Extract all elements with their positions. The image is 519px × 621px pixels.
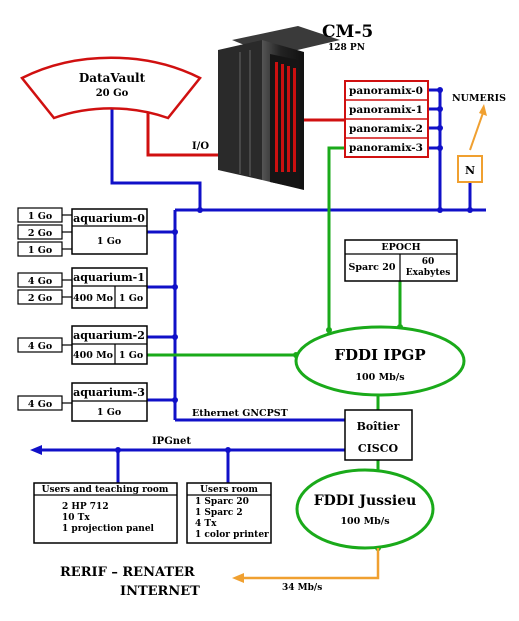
numeris-box-label: N [465, 164, 475, 177]
aquarium-3: 4 Go aquarium-3 1 Go [17, 382, 148, 422]
fddi-links [147, 146, 402, 470]
ethernet-links [40, 88, 486, 483]
users-teaching-line: 2 HP 712 [62, 502, 109, 512]
io-label: I/O [192, 141, 209, 152]
numeris: NUMERIS N [452, 93, 506, 183]
ipgnet-label: IPGnet [152, 436, 191, 447]
users-teaching-line: 10 Tx [62, 513, 90, 523]
wan-line1: RERIF – RENATER [60, 565, 195, 580]
users-room-line: 1 color printer [195, 530, 269, 540]
cm5-leds [275, 62, 296, 172]
panoramix-2: panoramix-2 [349, 123, 423, 135]
aquarium-2-name: aquarium-2 [73, 329, 145, 342]
numeris-label: NUMERIS [452, 93, 506, 104]
panoramix-1: panoramix-1 [349, 104, 423, 116]
aquarium-3-name: aquarium-3 [73, 386, 145, 399]
datavault-title: DataVault [79, 71, 146, 85]
users-room-line: 1 Sparc 20 [195, 497, 249, 507]
wan-link [232, 548, 380, 583]
users-teaching-line: 1 projection panel [62, 524, 155, 534]
aquarium-2-left-disk: 4 Go [28, 341, 52, 352]
users-teaching-room: Users and teaching room 2 HP 712 10 Tx 1… [33, 482, 178, 544]
boitier-cisco: Boîtier CISCO [344, 409, 413, 461]
users-room-line: 1 Sparc 2 [195, 508, 243, 518]
boitier-line1: Boîtier [357, 420, 400, 433]
fddi-jussieu-speed: 100 Mb/s [340, 516, 389, 527]
aquarium-3-disk: 1 Go [97, 407, 121, 418]
epoch-title: EPOCH [381, 242, 420, 253]
cm5-subtitle: 128 PN [328, 43, 365, 53]
panoramix-3: panoramix-3 [349, 142, 423, 154]
datavault: DataVault 20 Go [20, 56, 202, 120]
panoramix-stack: panoramix-0 panoramix-1 panoramix-2 pano… [344, 80, 429, 158]
fddi-ipgp-speed: 100 Mb/s [355, 372, 404, 383]
users-room: Users room 1 Sparc 20 1 Sparc 2 4 Tx 1 c… [186, 482, 272, 544]
users-room-title: Users room [200, 485, 258, 495]
users-teaching-title: Users and teaching room [42, 485, 169, 495]
wan-speed: 34 Mb/s [282, 583, 322, 593]
aquarium-1-left-disk: 2 Go [28, 293, 52, 304]
aquarium-1: 4 Go 2 Go aquarium-1 400 Mo 1 Go [17, 267, 148, 309]
epoch-right-1: 60 [422, 257, 435, 267]
panoramix-0: panoramix-0 [349, 85, 423, 97]
fddi-ipgp-ring: FDDI IPGP 100 Mb/s [294, 325, 466, 397]
ethernet-junctions [115, 87, 473, 453]
aquarium-0-left-disk: 2 Go [28, 228, 52, 239]
aquarium-0-name: aquarium-0 [73, 212, 145, 225]
aquarium-0: 1 Go 2 Go 1 Go aquarium-0 1 Go [17, 207, 148, 257]
aquarium-3-left-disk: 4 Go [28, 399, 52, 410]
users-room-line: 4 Tx [195, 519, 217, 529]
wan-line2: INTERNET [120, 584, 200, 599]
aquarium-1-left-disk: 4 Go [28, 276, 52, 287]
aquarium-1-disk: 400 Mo [73, 293, 113, 304]
epoch-left: Sparc 20 [349, 262, 396, 273]
aquarium-2-disk: 400 Mo [73, 350, 113, 361]
ipgnet-arrowhead [30, 445, 42, 455]
cm5-title: CM-5 [322, 22, 373, 42]
cm5-server [218, 26, 340, 190]
datavault-size: 20 Go [96, 88, 129, 99]
fddi-jussieu-title: FDDI Jussieu [314, 493, 417, 509]
aquarium-0-disk: 1 Go [97, 236, 121, 247]
aquarium-1-name: aquarium-1 [73, 271, 145, 284]
fddi-ipgp-title: FDDI IPGP [334, 346, 425, 364]
boitier-line2: CISCO [358, 442, 399, 455]
aquarium-1-disk: 1 Go [119, 293, 143, 304]
fddi-jussieu-ring: FDDI Jussieu 100 Mb/s [295, 468, 435, 550]
epoch-right-2: Exabytes [406, 268, 451, 278]
ethernet-label: Ethernet GNCPST [192, 408, 288, 419]
aquarium-2-disk: 1 Go [119, 350, 143, 361]
epoch: EPOCH Sparc 20 60 Exabytes [344, 239, 458, 282]
aquarium-2: 4 Go aquarium-2 400 Mo 1 Go [17, 325, 148, 365]
aquarium-0-left-disk: 1 Go [28, 211, 52, 222]
aquarium-0-left-disk: 1 Go [28, 245, 52, 256]
